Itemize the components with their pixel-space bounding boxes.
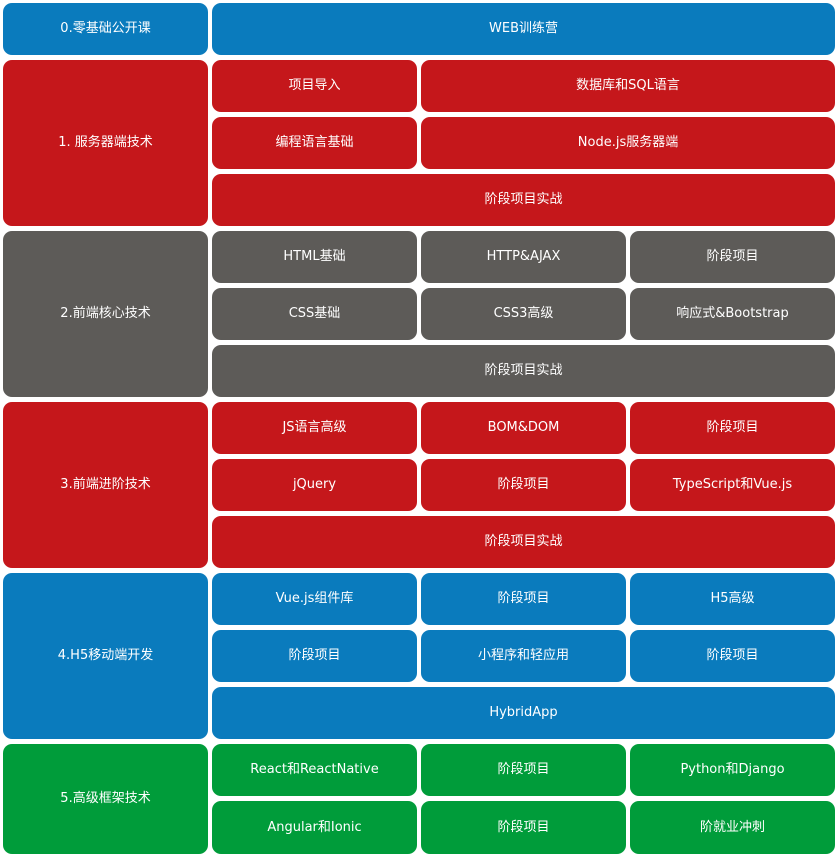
stage-5-item-stage-project-a: 阶段项目: [421, 744, 626, 796]
stage-3-title: 3.前端进阶技术: [3, 402, 208, 568]
stage-0-item-web-camp: WEB训练营: [212, 3, 835, 55]
stage-1-item-nodejs-server: Node.js服务器端: [421, 117, 835, 169]
stage-5-item-employment-sprint: 阶就业冲刺: [630, 801, 835, 854]
stage-4-item-stage-project-c: 阶段项目: [630, 630, 835, 682]
stage-2-item-http-ajax: HTTP&AJAX: [421, 231, 626, 283]
stage-1-title: 1. 服务器端技术: [3, 60, 208, 226]
stage-1-item-programming-basics: 编程语言基础: [212, 117, 417, 169]
stage-3-item-bom-dom: BOM&DOM: [421, 402, 626, 454]
stage-3-item-js-advanced: JS语言高级: [212, 402, 417, 454]
stage-5-title: 5.高级框架技术: [3, 744, 208, 854]
stage-5-item-angular-ionic: Angular和Ionic: [212, 801, 417, 854]
stage-4-item-vue-component-library: Vue.js组件库: [212, 573, 417, 625]
stage-2-item-responsive-bootstrap: 响应式&Bootstrap: [630, 288, 835, 340]
stage-1-item-database-sql: 数据库和SQL语言: [421, 60, 835, 112]
stage-1-item-stage-project-practice: 阶段项目实战: [212, 174, 835, 226]
stage-4-title: 4.H5移动端开发: [3, 573, 208, 739]
stage-4-item-mini-programs: 小程序和轻应用: [421, 630, 626, 682]
stage-5-item-python-django: Python和Django: [630, 744, 835, 796]
stage-3-item-stage-project-a: 阶段项目: [630, 402, 835, 454]
stage-3-item-stage-project-practice: 阶段项目实战: [212, 516, 835, 568]
stage-2-title: 2.前端核心技术: [3, 231, 208, 397]
stage-3-item-jquery: jQuery: [212, 459, 417, 511]
stage-4-item-stage-project-b: 阶段项目: [212, 630, 417, 682]
stage-2-item-stage-project: 阶段项目: [630, 231, 835, 283]
stage-2-item-css-basics: CSS基础: [212, 288, 417, 340]
stage-4-item-hybrid-app: HybridApp: [212, 687, 835, 739]
stage-1-item-project-intro: 项目导入: [212, 60, 417, 112]
stage-2-item-stage-project-practice: 阶段项目实战: [212, 345, 835, 397]
stage-2-item-html-basics: HTML基础: [212, 231, 417, 283]
stage-0-title: 0.零基础公开课: [3, 3, 208, 55]
stage-2-item-css3-advanced: CSS3高级: [421, 288, 626, 340]
stage-3-item-stage-project-b: 阶段项目: [421, 459, 626, 511]
stage-3-item-typescript-vue: TypeScript和Vue.js: [630, 459, 835, 511]
stage-5-item-react-native: React和ReactNative: [212, 744, 417, 796]
stage-4-item-stage-project-a: 阶段项目: [421, 573, 626, 625]
stage-4-item-h5-advanced: H5高级: [630, 573, 835, 625]
stage-5-item-stage-project-b: 阶段项目: [421, 801, 626, 854]
